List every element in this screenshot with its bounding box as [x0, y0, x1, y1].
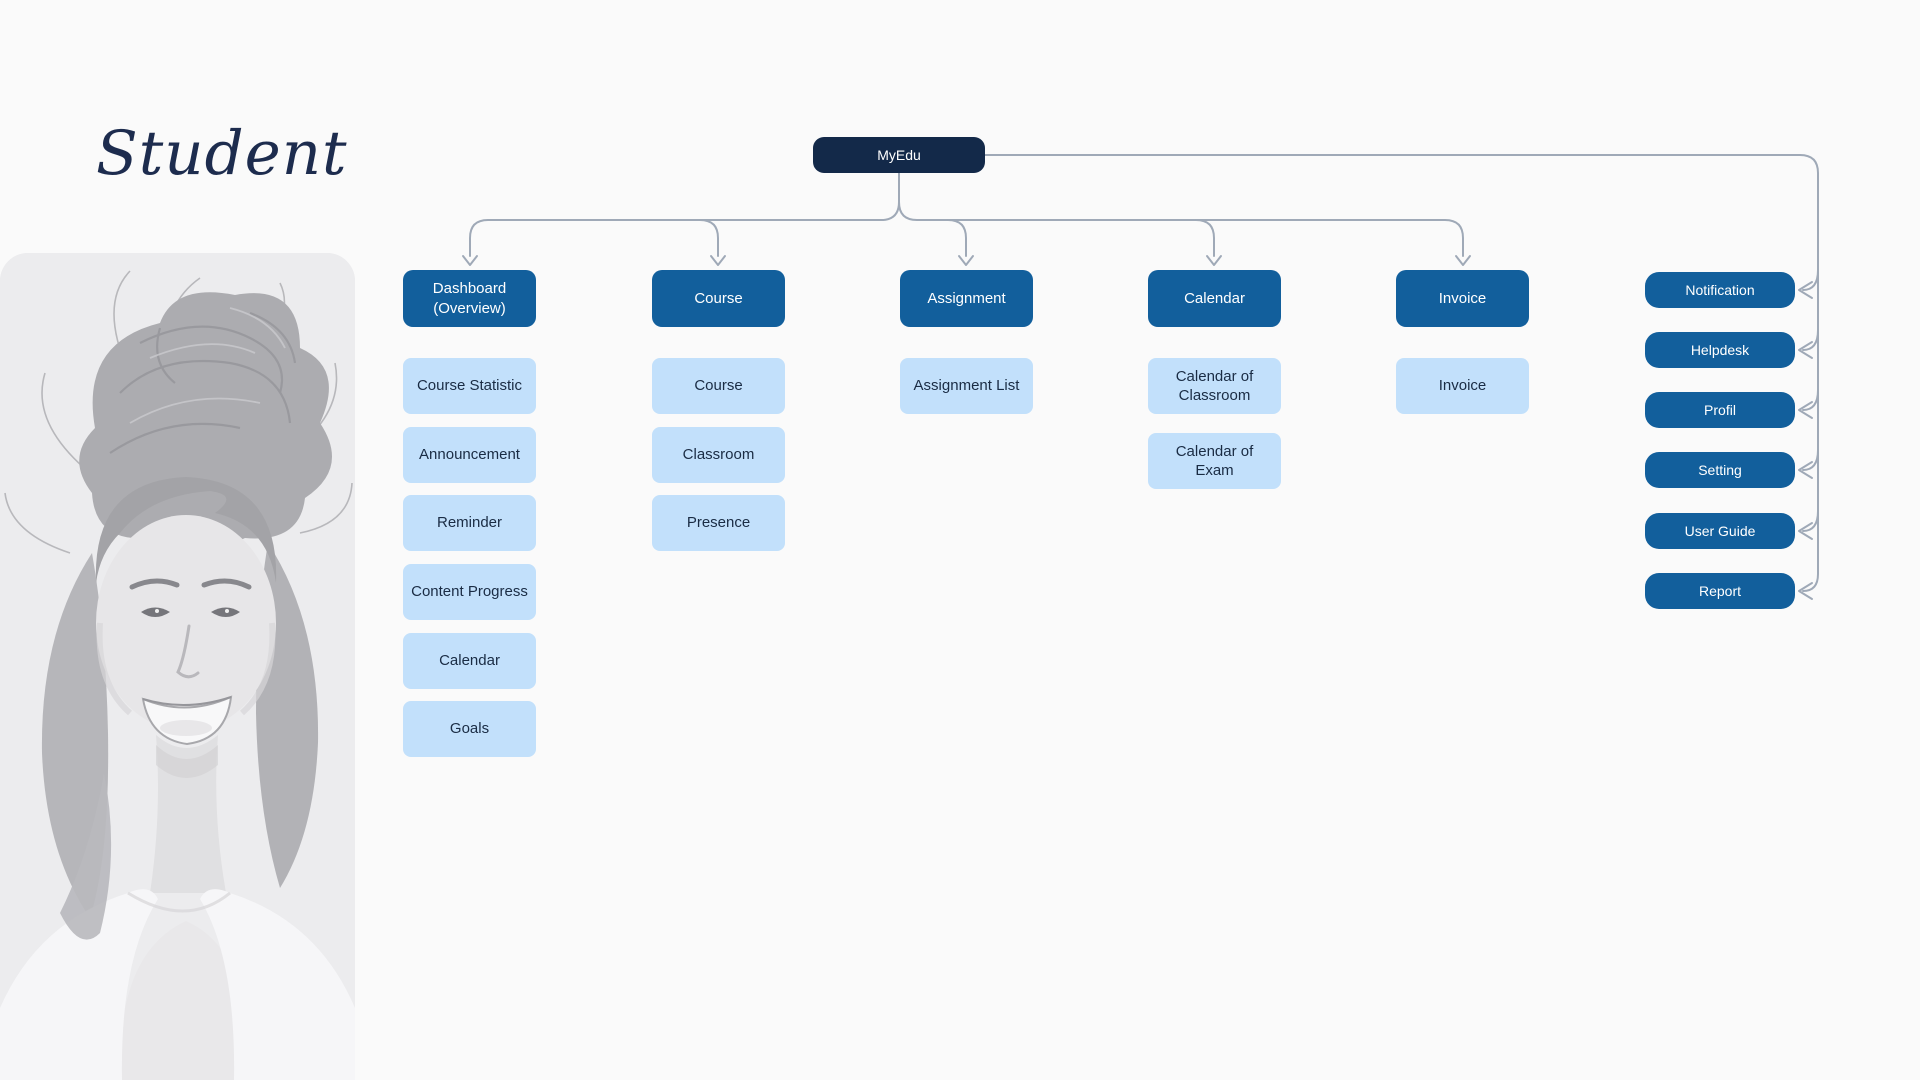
node-child-presence: Presence [652, 495, 785, 551]
node-child-calendar: Calendar [403, 633, 536, 689]
node-header-assignment: Assignment [900, 270, 1033, 327]
node-header-dashboard: Dashboard (Overview) [403, 270, 536, 327]
node-child-content-progress: Content Progress [403, 564, 536, 620]
node-side-notification: Notification [1645, 272, 1795, 308]
node-myedu: MyEdu [813, 137, 985, 173]
page-title: Student [96, 118, 348, 189]
node-child-goals: Goals [403, 701, 536, 757]
node-child-course-statistic: Course Statistic [403, 358, 536, 414]
node-header-invoice: Invoice [1396, 270, 1529, 327]
node-side-profil: Profil [1645, 392, 1795, 428]
node-child-calendar-of-exam: Calendar of Exam [1148, 433, 1281, 489]
node-header-course: Course [652, 270, 785, 327]
node-side-report: Report [1645, 573, 1795, 609]
node-child-classroom: Classroom [652, 427, 785, 483]
node-side-setting: Setting [1645, 452, 1795, 488]
node-side-user-guide: User Guide [1645, 513, 1795, 549]
node-side-helpdesk: Helpdesk [1645, 332, 1795, 368]
node-header-calendar: Calendar [1148, 270, 1281, 327]
node-child-reminder: Reminder [403, 495, 536, 551]
student-photo [0, 253, 355, 1080]
student-portrait-photo [0, 253, 355, 1080]
node-child-announcement: Announcement [403, 427, 536, 483]
node-child-calendar-of-classroom: Calendar of Classroom [1148, 358, 1281, 414]
node-child-assignment-list: Assignment List [900, 358, 1033, 414]
node-child-invoice: Invoice [1396, 358, 1529, 414]
node-child-course: Course [652, 358, 785, 414]
